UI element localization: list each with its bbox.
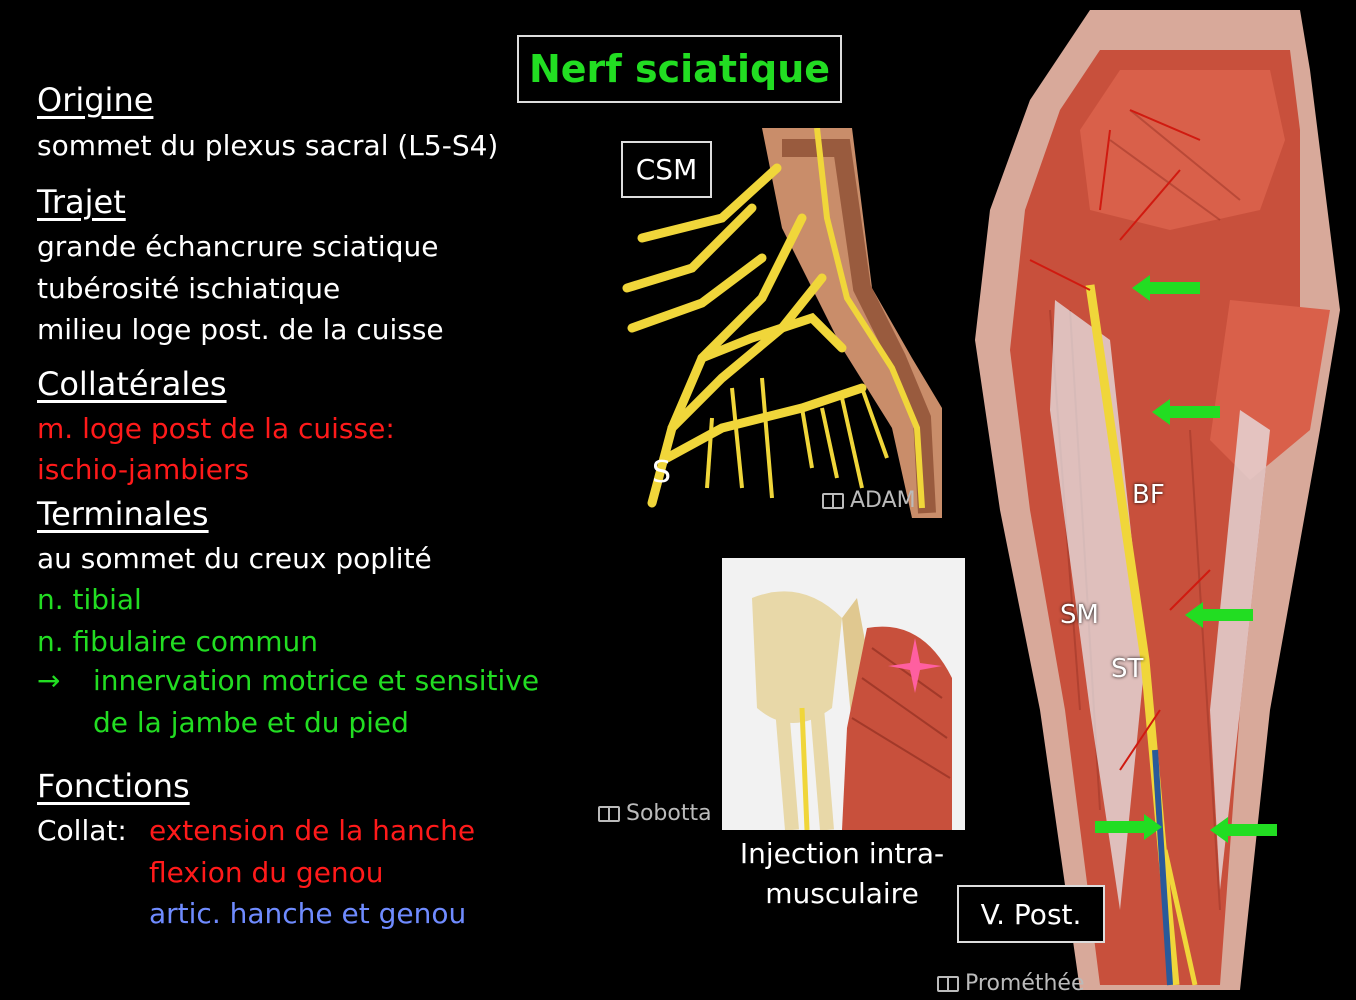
fonctions-line: extension de la hanche <box>149 814 476 847</box>
heading-trajet: Trajet <box>37 183 126 221</box>
fonctions-line: artic. hanche et genou <box>149 897 467 930</box>
book-icon <box>822 492 844 509</box>
green-arrows <box>1095 275 1277 843</box>
arrow-icon <box>1095 814 1162 840</box>
origine-text: sommet du plexus sacral (L5-S4) <box>37 129 499 162</box>
terminales-line: n. fibulaire commun <box>37 625 319 658</box>
posterior-view-label: V. Post. <box>957 885 1105 943</box>
arrow-icon <box>1152 399 1220 425</box>
heading-collaterales: Collatérales <box>37 365 227 403</box>
heading-fonctions: Fonctions <box>37 767 190 805</box>
book-icon <box>598 805 620 822</box>
title-box: Nerf sciatique <box>517 35 842 103</box>
injection-illustration <box>722 558 965 830</box>
collaterales-line: ischio-jambiers <box>37 453 250 486</box>
csm-label: CSM <box>621 141 712 198</box>
terminales-note: de la jambe et du pied <box>93 706 409 739</box>
heading-terminales: Terminales <box>37 495 209 533</box>
fonctions-line: flexion du genou <box>149 856 384 889</box>
book-icon <box>937 975 959 992</box>
credit-promethee: Prométhée <box>937 971 1085 996</box>
terminales-line: n. tibial <box>37 583 142 616</box>
collaterales-line: m. loge post de la cuisse: <box>37 412 395 445</box>
terminales-intro: au sommet du creux poplité <box>37 542 432 575</box>
trajet-line: tubérosité ischiatique <box>37 272 341 305</box>
trajet-line: milieu loge post. de la cuisse <box>37 313 444 346</box>
sacral-plexus-illustration <box>622 128 942 518</box>
heading-origine: Origine <box>37 81 154 119</box>
credit-adam: ADAM <box>822 488 916 513</box>
arrow-icon: → <box>37 664 61 697</box>
injection-caption: Injection intra- musculaire <box>739 837 945 910</box>
muscle-label-st: ST <box>1111 654 1144 684</box>
arrow-icon <box>1185 602 1253 628</box>
page-title: Nerf sciatique <box>528 47 831 91</box>
injection-star-icon <box>888 638 942 693</box>
credit-sobotta: Sobotta <box>598 801 712 826</box>
nerve-marker-s: S <box>652 455 672 490</box>
fonctions-prefix: Collat: <box>37 814 127 847</box>
arrow-icon <box>1132 275 1200 301</box>
arrow-icon <box>1210 817 1277 843</box>
muscle-label-bf: BF <box>1132 480 1165 510</box>
posterior-thigh-illustration <box>975 10 1340 990</box>
terminales-note: innervation motrice et sensitive <box>93 664 540 697</box>
trajet-line: grande échancrure sciatique <box>37 230 439 263</box>
muscle-label-sm: SM <box>1060 600 1099 630</box>
